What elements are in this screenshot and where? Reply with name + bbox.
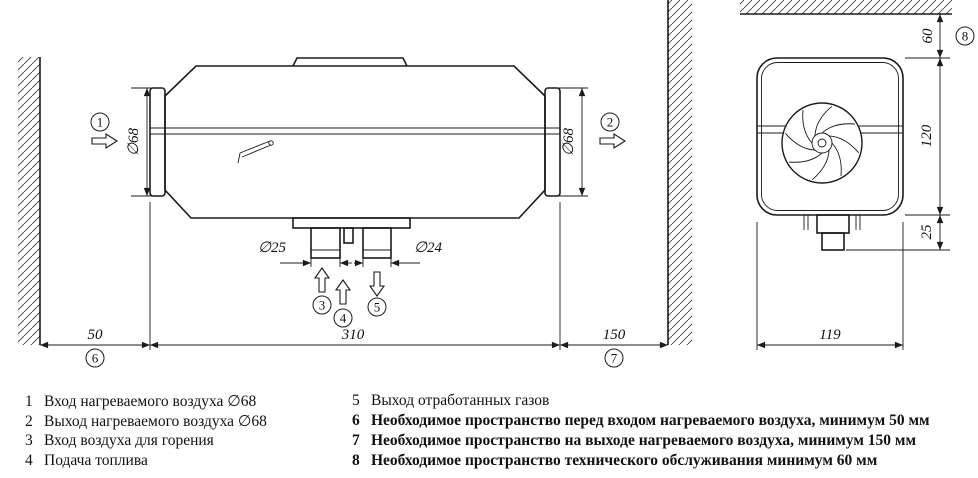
legend-item-6-text: Необходимое пространство перед входом на… — [371, 412, 930, 429]
callout-4-fuel-supply: 4 — [333, 279, 353, 328]
dim-clearance-inlet-label: 50 — [88, 327, 104, 343]
dim-body-length-label: 310 — [341, 327, 365, 343]
legend-item-8: 8 Необходимое пространство технического о… — [352, 452, 877, 470]
dim-bracket-height-label: 25 — [919, 224, 935, 240]
fuel-supply-arrow-icon — [334, 279, 352, 305]
fuel-stub — [343, 227, 354, 244]
combustion-air-pipe — [310, 227, 341, 259]
legend-item-5-text: Выход отработанных газов — [371, 392, 550, 409]
dim-service-clearance-label: 60 — [920, 28, 936, 44]
callout-6-number: 6 — [92, 351, 99, 366]
callout-8-service-clearance: 8 — [955, 26, 975, 46]
legend-item-8-text: Необходимое пространство технического об… — [371, 452, 878, 469]
right-dimension-chain: 60 120 25 8 — [846, 13, 975, 251]
left-wall-hatching — [18, 57, 41, 345]
callout-4-number: 4 — [340, 311, 347, 326]
heater-body-front — [756, 57, 904, 251]
dim-pipe-right: ∅24 — [354, 240, 443, 267]
callout-2-air-outlet: 2 — [599, 112, 627, 150]
side-view: 60 120 25 8 119 — [740, 0, 975, 350]
dim-body-height-label: 120 — [919, 124, 935, 147]
callout-3-combustion-air: 3 — [312, 267, 332, 315]
bottom-bracket — [803, 214, 861, 251]
dim-inlet-diameter: ∅68 — [126, 87, 152, 197]
legend-item-6: 6 Необходимое пространство перед входом н… — [352, 412, 930, 430]
fuel-line — [237, 140, 274, 164]
combustion-air-arrow-icon — [313, 267, 331, 293]
legend-item-1-text: Вход нагреваемого воздуха ∅68 — [44, 393, 257, 410]
dim-pipe-left: ∅25 — [258, 240, 352, 267]
callout-8-number: 8 — [962, 29, 969, 44]
callout-5-exhaust: 5 — [367, 271, 387, 317]
inlet-flow-arrow-icon — [91, 132, 119, 150]
callout-5-number: 5 — [374, 300, 381, 315]
exhaust-arrow-icon — [368, 271, 386, 297]
dim-body-width-label: 119 — [819, 327, 841, 343]
legend-item-4-number: 4 — [25, 452, 33, 469]
legend-item-3-text: Вход воздуха для горения — [44, 432, 214, 449]
fan — [781, 102, 863, 184]
callout-1-air-inlet: 1 — [90, 112, 119, 150]
dim-pipe-right-label: ∅24 — [414, 240, 443, 256]
legend-item-7-text: Необходимое пространство на выходе нагре… — [371, 432, 917, 449]
callout-1-number: 1 — [97, 115, 104, 130]
outlet-flange — [544, 87, 561, 197]
inlet-flange — [149, 87, 166, 197]
dim-inlet-diameter-label: ∅68 — [126, 127, 142, 156]
main-view: ∅68 ∅68 1 2 ∅25 — [18, 0, 692, 368]
callout-6-inlet-clearance: 6 — [85, 348, 105, 368]
legend-item-4: 4 Подача топлива — [25, 452, 148, 470]
heater-body — [149, 57, 561, 259]
outlet-flow-arrow-icon — [599, 132, 627, 150]
legend-item-4-text: Подача топлива — [44, 452, 148, 469]
legend-item-1: 1 Вход нагреваемого воздуха ∅68 — [25, 392, 256, 411]
legend-item-2-number: 2 — [25, 413, 33, 430]
legend-item-5-number: 5 — [352, 392, 360, 409]
mounting-plate — [292, 217, 411, 229]
ceiling-hatching — [740, 0, 952, 15]
exhaust-pipe — [362, 227, 392, 259]
dim-outlet-diameter-label: ∅68 — [561, 127, 577, 156]
width-dimension: 119 — [756, 222, 904, 350]
legend-item-6-number: 6 — [352, 412, 360, 429]
dim-pipe-left-label: ∅25 — [258, 240, 287, 256]
callout-2-number: 2 — [607, 115, 614, 130]
legend-item-5: 5 Выход отработанных газов — [352, 392, 549, 410]
legend-item-3: 3 Вход воздуха для горения — [25, 432, 214, 450]
bottom-dimension-chain: 50 310 150 6 7 — [40, 202, 668, 368]
legend-item-1-number: 1 — [25, 393, 33, 410]
callout-7-number: 7 — [611, 351, 618, 366]
callout-3-number: 3 — [319, 298, 326, 313]
dim-clearance-outlet-label: 150 — [603, 327, 626, 343]
legend-item-7-number: 7 — [352, 432, 360, 449]
callout-7-outlet-clearance: 7 — [604, 348, 624, 368]
legend-item-3-number: 3 — [25, 432, 33, 449]
legend-item-2: 2 Выход нагреваемого воздуха ∅68 — [25, 412, 267, 431]
dim-outlet-diameter: ∅68 — [558, 87, 588, 197]
legend-item-7: 7 Необходимое пространство на выходе нагр… — [352, 432, 916, 450]
legend-item-2-text: Выход нагреваемого воздуха ∅68 — [44, 413, 267, 430]
legend-item-8-number: 8 — [352, 452, 360, 469]
right-wall-hatching — [667, 0, 692, 345]
